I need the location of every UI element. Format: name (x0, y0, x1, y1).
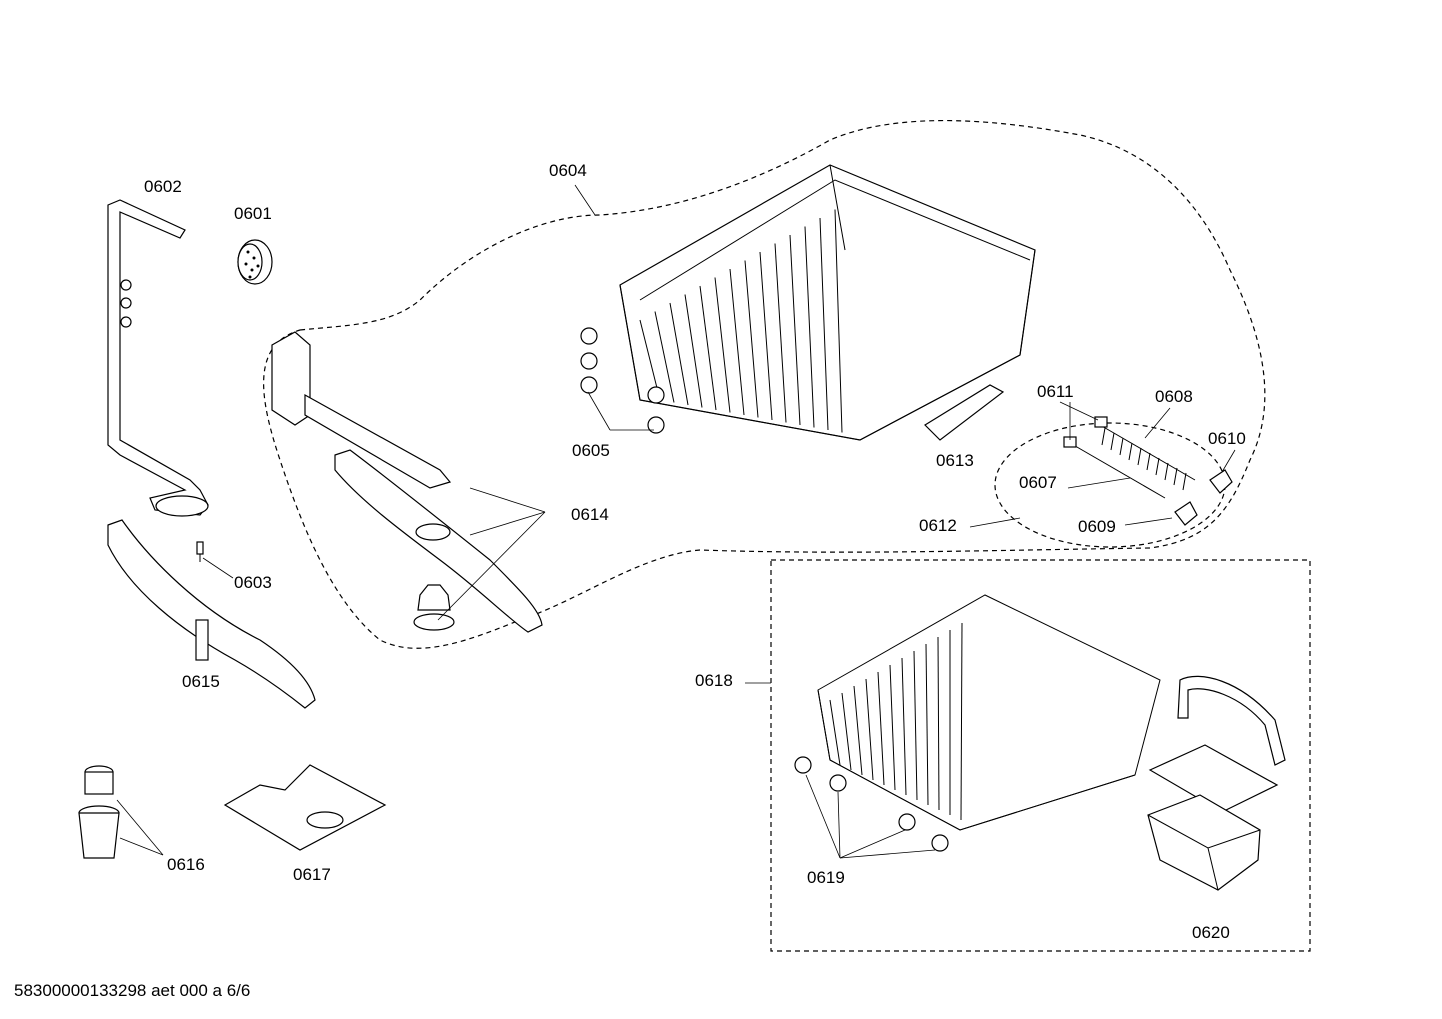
wire-tine (819, 217, 829, 431)
wire-tine (714, 277, 731, 413)
label-0620: 0620 (1192, 923, 1230, 942)
wire-tine (877, 671, 885, 786)
wire-tine (1110, 432, 1115, 451)
wire-tine (829, 699, 841, 766)
lower-rack-group-outline (770, 559, 1311, 952)
wire-tine (937, 636, 940, 811)
wire-tine (1173, 467, 1178, 486)
label-0618: 0618 (695, 671, 733, 690)
label-0605: 0605 (572, 441, 610, 460)
wire-tine (684, 294, 703, 408)
upper-basket-part (619, 164, 1036, 441)
rail-parts (1063, 416, 1196, 499)
wire-tine (1128, 442, 1133, 461)
label-0612: 0612 (919, 516, 957, 535)
label-0607: 0607 (1019, 473, 1057, 492)
filter-parts (78, 765, 120, 859)
lower-spray-arm-part (107, 519, 316, 709)
screw-part (196, 541, 204, 562)
label-0615: 0615 (182, 672, 220, 691)
wire-tine (925, 643, 929, 806)
label-0617: 0617 (293, 865, 331, 884)
wire-tine (1101, 427, 1106, 446)
wire-tine (1164, 462, 1169, 481)
label-0613: 0613 (936, 451, 974, 470)
label-0614: 0614 (571, 505, 609, 524)
wire-tine (669, 302, 689, 406)
label-0619: 0619 (807, 868, 845, 887)
label-0604: 0604 (549, 161, 587, 180)
wire-tine (841, 692, 852, 771)
wire-tine (1137, 447, 1142, 466)
wire-tine (960, 622, 963, 821)
label-0602: 0602 (144, 177, 182, 196)
wire-tine (1182, 472, 1187, 491)
wire-tine (759, 251, 773, 421)
document-id-footer: 58300000133298 aet 000 a 6/6 (14, 981, 251, 1000)
handle-part (924, 384, 1005, 441)
wire-tine (744, 260, 759, 418)
plate-part (223, 764, 387, 851)
wire-tine (865, 678, 874, 781)
label-0611: 0611 (1037, 382, 1074, 401)
clip-parts (1174, 469, 1233, 526)
wire-tine (699, 285, 717, 411)
leader-lines (116, 184, 1236, 859)
label-0601: 0601 (234, 204, 272, 223)
wire-tine (889, 664, 896, 791)
wire-tine (1155, 457, 1160, 476)
wire-tine (729, 268, 745, 416)
wire-tine (1146, 452, 1151, 471)
lower-basket-part (817, 594, 1161, 831)
wire-tine (834, 209, 843, 433)
roller-group-0605 (580, 327, 665, 434)
wire-tine (901, 657, 907, 796)
label-0609: 0609 (1078, 517, 1116, 536)
wire-tine (1119, 437, 1124, 456)
upper-spray-arm-part (271, 331, 543, 633)
roller-group-0619 (794, 756, 949, 852)
wire-tine (789, 234, 801, 426)
wire-tine (654, 311, 675, 403)
spray-nozzle-part (237, 239, 273, 285)
wire-tine (913, 650, 918, 801)
label-0603: 0603 (234, 573, 272, 592)
wire-tine (804, 226, 815, 428)
supply-pipe-part (107, 199, 209, 517)
upper-rack-group-outline (263, 119, 1266, 649)
wire-tine (774, 243, 787, 423)
wire-tine (853, 685, 863, 776)
label-0608: 0608 (1155, 387, 1193, 406)
label-0616: 0616 (167, 855, 205, 874)
label-0610: 0610 (1208, 429, 1246, 448)
cutlery-basket-part (1147, 675, 1286, 891)
